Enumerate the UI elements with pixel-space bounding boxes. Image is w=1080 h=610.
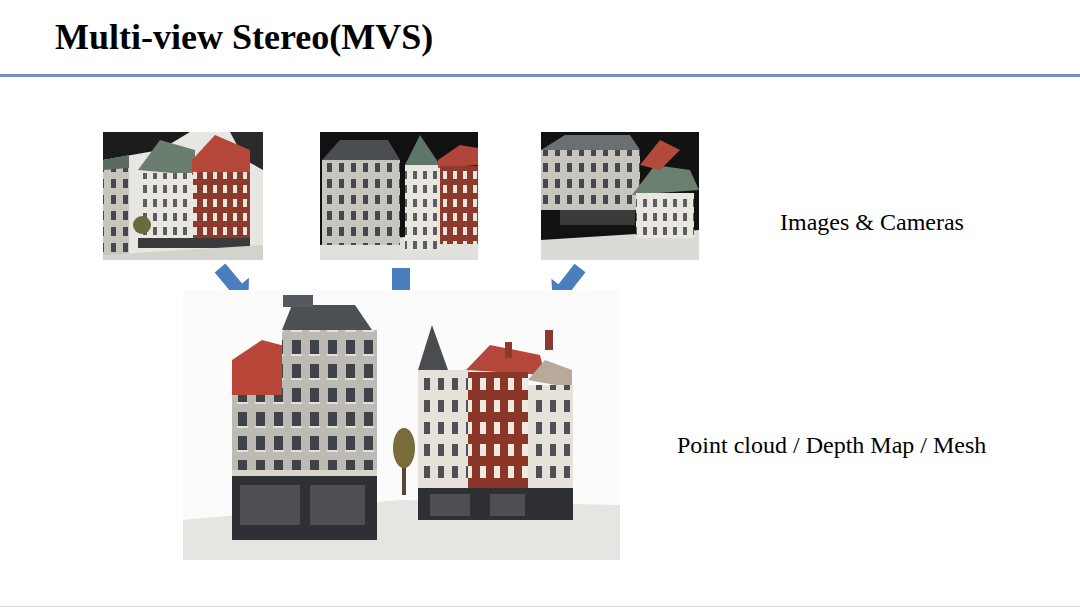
slide-title: Multi-view Stereo(MVS)	[55, 16, 433, 59]
point-cloud-image	[183, 290, 620, 560]
input-image	[320, 132, 478, 260]
footer-rule	[0, 606, 1080, 607]
header-rule	[0, 74, 1080, 77]
stage-label: Point cloud / Depth Map / Mesh	[677, 431, 986, 459]
input-image	[103, 132, 263, 260]
input-image	[541, 132, 699, 260]
stage-label: Images & Cameras	[780, 208, 964, 236]
